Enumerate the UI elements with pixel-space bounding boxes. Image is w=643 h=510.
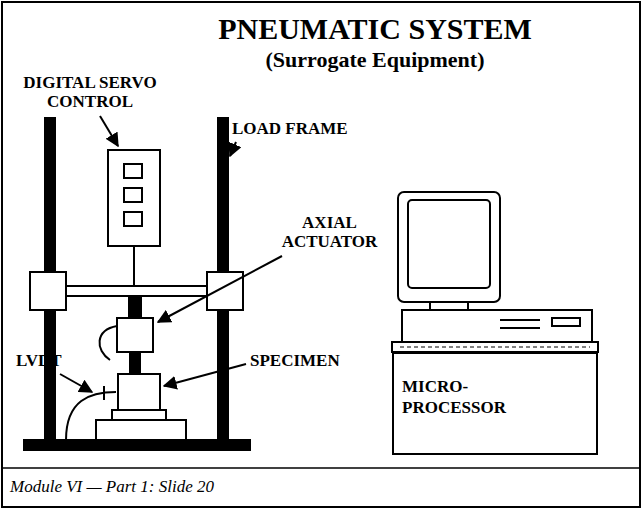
- caption-rule: [2, 467, 640, 469]
- specimen: [112, 374, 166, 420]
- base: [24, 420, 250, 450]
- slide-title: PNEUMATIC SYSTEM: [110, 12, 640, 45]
- computer: [392, 192, 598, 352]
- slide-caption: Module VI — Part 1: Slide 20: [10, 478, 610, 497]
- leader-arrows: [60, 116, 282, 392]
- servo-control-box: [108, 150, 160, 286]
- load-frame: [30, 118, 243, 443]
- part-label: LVDT: [16, 352, 76, 371]
- slide-subtitle: (Surrogate Equipment): [110, 48, 640, 72]
- cabinet-panel: MICRO- PROCESSOR: [392, 352, 598, 455]
- part-label: AXIAL ACTUATOR: [272, 214, 387, 251]
- part-label: SPECIMEN: [250, 352, 360, 371]
- part-label: DIGITAL SERVO CONTROL: [10, 74, 170, 111]
- axial-actuator: [100, 296, 153, 374]
- panel-label: MICRO- PROCESSOR: [402, 376, 532, 419]
- part-label: LOAD FRAME: [232, 120, 362, 139]
